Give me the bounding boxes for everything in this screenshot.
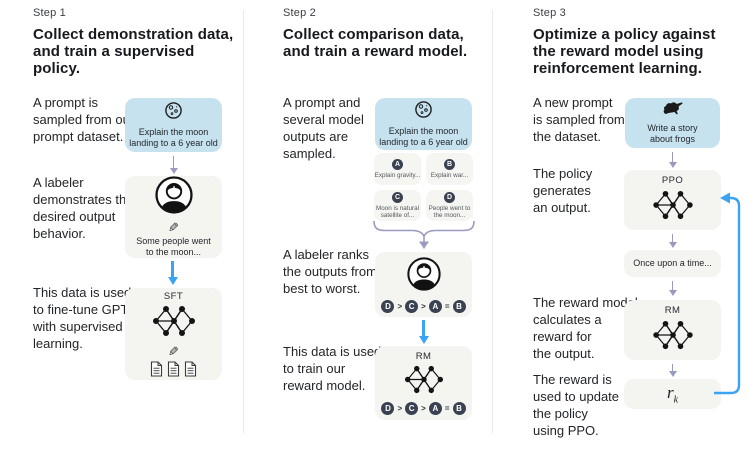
feedback-loop-arrow [700,180,750,415]
letter-badge-c: C [392,191,403,203]
moon-icon [164,101,183,125]
step3-reward-box: rk [624,379,721,409]
sample-output-b: B Explain war... [426,153,473,185]
step3-output-box: Once upon a time... [624,250,721,277]
ranking-row: D > C > A = B [381,299,466,313]
step2-caption-rank: A labeler ranks the outputs from best to… [283,247,377,296]
moon-icon [414,100,433,124]
document-icon [184,361,197,377]
reward-value: rk [666,382,679,406]
step2-caption-train: This data is used to train our reward mo… [283,344,382,393]
step1-prompt-box: Explain the moon landing to a 6 year old [125,98,222,152]
step1-sft-box: SFT ✎ [125,288,222,380]
neural-network-icon [651,190,695,225]
sample-output-a: A Explain gravity... [374,153,421,185]
neural-network-icon [404,365,444,399]
rm-label: RM [664,305,681,316]
step3-prompt-box: Write a story about frogs [625,98,720,148]
step2-label: Step 2 [283,7,317,19]
step1-caption-labeler: A labeler demonstrates the desired outpu… [33,175,133,241]
step1-caption-finetune: This data is used to fine-tune GPT-3 wit… [33,285,140,351]
frog-icon [662,101,684,121]
rank-badge: C [405,299,419,313]
rank-badge: B [452,402,466,415]
rank-separator: = [444,404,450,413]
letter-badge-a: A [392,158,403,170]
sample-output-c: C Moon is natural satellite of... [374,190,421,221]
step2-title: Collect comparison data, and train a rew… [283,26,468,60]
down-arrow [667,234,678,248]
rank-separator: > [397,301,403,311]
step2-ranking-box: D > C > A = B [375,252,472,317]
step2-rm-box: RM D > C > A = B [375,346,472,420]
step2-prompt-text: Explain the moon landing to a 6 year old [379,125,468,148]
step2-caption-prompt: A prompt and several model outputs are s… [283,95,364,161]
rank-separator: > [397,404,403,413]
sample-c-text: Moon is natural satellite of... [375,204,420,220]
brace-connector [372,220,476,255]
step3-label: Step 3 [533,7,567,19]
sft-label: SFT [163,291,184,302]
down-arrow-blue [418,320,429,344]
step1-title: Collect demonstration data, and train a … [33,26,234,77]
step3-caption-update: The reward is used to update the policy … [533,372,620,438]
sample-b-text: Explain war... [430,171,469,179]
documents-icons [150,361,197,377]
ranking-row: D > C > A = B [381,402,466,415]
step3-output-text: Once upon a time... [633,257,712,268]
sample-d-text: People went to the moon... [428,204,471,220]
down-arrow [667,281,678,296]
column-divider [492,10,493,433]
ppo-label: PPO [661,175,684,186]
down-arrow [667,152,678,168]
step3-caption-reward: The reward model calculates a reward for… [533,295,638,361]
step3-prompt-text: Write a story about frogs [647,122,698,145]
step1-labeler-box: ✎ Some people went to the moon... [125,175,222,258]
labeler-avatar-icon [406,256,441,296]
column-divider [243,10,244,433]
step1-prompt-text: Explain the moon landing to a 6 year old [129,126,218,149]
pencil-icon: ✎ [168,344,179,359]
step1-demonstration-text: Some people went to the moon... [136,235,211,258]
step1-label: Step 1 [33,7,67,19]
neural-network-icon [651,320,695,355]
rank-badge: D [381,299,395,313]
rank-badge: C [405,402,419,415]
step1-caption-prompt: A prompt is sampled from our prompt data… [33,95,134,144]
pencil-icon: ✎ [168,219,179,235]
step3-caption-policy: The policy generates an output. [533,166,593,215]
rank-separator: > [421,404,426,413]
rank-badge: A [428,299,442,313]
document-icon [150,361,163,377]
step3-caption-prompt: A new prompt is sampled from the dataset… [533,95,625,144]
rank-separator: > [421,301,426,311]
down-arrow [168,156,179,174]
labeler-avatar-icon [154,175,193,219]
rank-separator: = [444,301,450,311]
rank-badge: D [381,402,395,415]
step2-prompt-box: Explain the moon landing to a 6 year old [375,98,472,150]
step3-title: Optimize a policy against the reward mod… [533,26,716,77]
step3-ppo-box: PPO [624,170,721,230]
document-icon [167,361,180,377]
step3-rm-box: RM [624,300,721,360]
neural-network-icon [152,305,196,342]
letter-badge-d: D [444,191,455,203]
letter-badge-b: B [444,158,455,170]
down-arrow-blue [167,261,178,285]
rm-label: RM [415,351,432,362]
down-arrow [667,364,678,377]
rank-badge: A [428,402,442,415]
rank-badge: B [452,299,466,313]
sample-a-text: Explain gravity... [374,171,421,179]
sample-output-d: D People went to the moon... [426,190,473,221]
